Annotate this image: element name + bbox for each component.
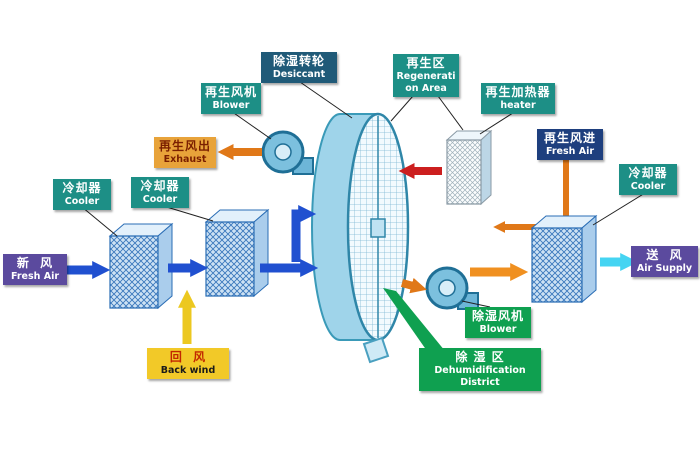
label-back-wind: 回 风 Back wind: [147, 348, 229, 379]
cooler-left-unit: [108, 222, 174, 310]
regen-heater-unit: [445, 129, 493, 206]
desiccant-wheel: [311, 112, 410, 342]
label-regen-fresh-air: 再生风进 Fresh Air: [537, 129, 603, 160]
process-air-upper-arrow: [291, 205, 317, 262]
label-air-supply: 送 风 Air Supply: [631, 246, 698, 277]
label-regen-exhaust: 再生风出 Exhaust: [154, 137, 216, 168]
cooler-mid-unit: [204, 208, 270, 298]
label-regeneration-area: 再生区 Regenerati on Area: [393, 54, 459, 97]
label-fresh-air: 新 风 Fresh Air: [3, 254, 67, 285]
wheel-hub: [370, 218, 386, 238]
label-desiccant-wheel-en: Desiccant: [272, 69, 326, 80]
label-regen-blower: 再生风机 Blower: [201, 83, 261, 114]
regen-blower-unit: [261, 130, 314, 175]
label-cooler-right: 冷却器 Cooler: [619, 164, 677, 195]
dehumid-district-pointer: [383, 288, 445, 351]
cooler-right-unit: [530, 214, 598, 304]
label-desiccant-wheel: 除湿转轮 Desiccant: [261, 52, 337, 83]
label-cooler-left: 冷却器 Cooler: [53, 179, 111, 210]
label-cooler-mid: 冷却器 Cooler: [131, 177, 189, 208]
label-dehumid-blower: 除湿风机 Blower: [465, 307, 531, 338]
wheel-sheet-icon: [362, 336, 390, 364]
label-regen-heater: 再生加热器 heater: [481, 83, 555, 114]
dehumid-blower-unit: [425, 266, 479, 310]
label-dehumid-district: 除 湿 区 Dehumidification District: [419, 348, 541, 391]
wheel-to-blower-arrow: [400, 277, 427, 294]
label-desiccant-wheel-zh: 除湿转轮: [272, 54, 325, 68]
